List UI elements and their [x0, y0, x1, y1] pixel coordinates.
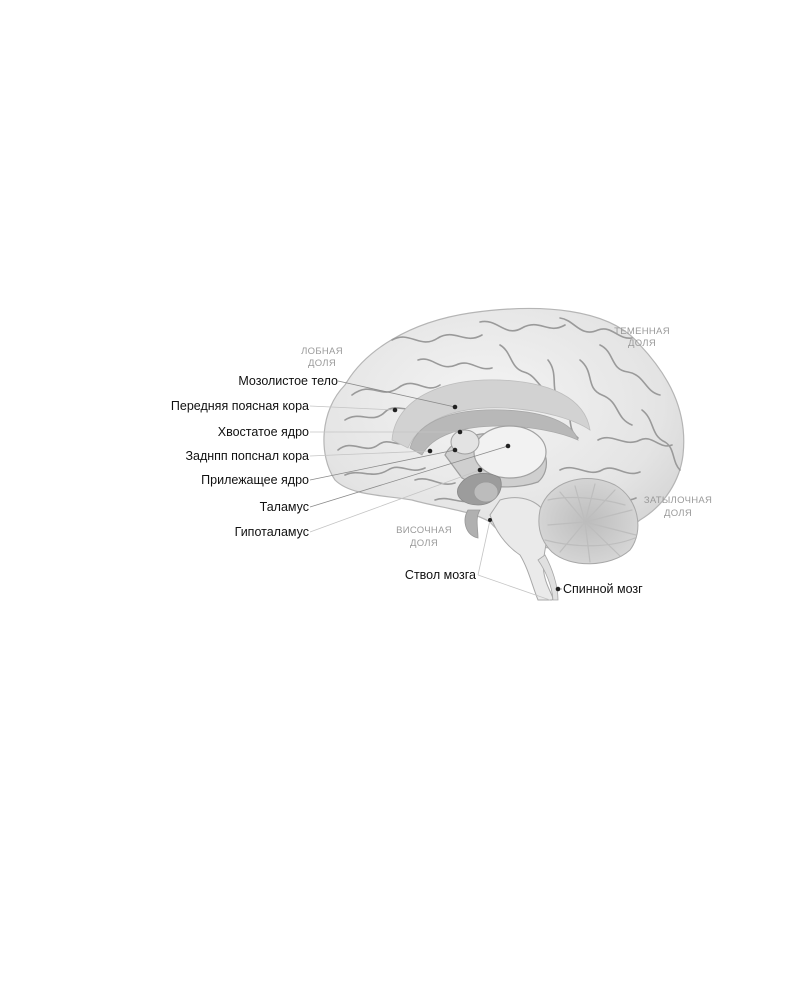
- hippocampus-shape: [464, 509, 481, 539]
- label-posterior-cingulate: Заднпп попснал кора: [185, 449, 309, 463]
- lobe-temporal-line2: ДОЛЯ: [410, 538, 438, 549]
- label-hypothalamus: Гипоталамус: [235, 525, 309, 539]
- label-caudate: Хвостатое ядро: [218, 425, 309, 439]
- lobe-frontal-line1: ЛОБНАЯ: [301, 346, 343, 357]
- label-nucleus-accumbens: Прилежащее ядро: [201, 473, 309, 487]
- lobe-frontal-line2: ДОЛЯ: [308, 358, 336, 369]
- lobe-temporal-line1: ВИСОЧНАЯ: [396, 525, 452, 536]
- lobe-parietal-line1: ТЕМЕННАЯ: [614, 326, 670, 337]
- label-thalamus: Таламус: [260, 500, 309, 514]
- caudate-shape: [450, 429, 480, 455]
- label-corpus-callosum: Мозолистое тело: [238, 374, 338, 388]
- lobe-occipital-line1: ЗАТЫЛОЧНАЯ: [644, 495, 712, 506]
- amygdala-shape: [473, 481, 499, 503]
- label-brainstem: Ствол мозга: [405, 568, 476, 582]
- cingulate-gyrus: [391, 379, 591, 449]
- leader-lines: [309, 380, 562, 601]
- label-spinal-cord: Спинной мозг: [563, 582, 643, 596]
- thalamus-shape: [473, 425, 547, 479]
- lobe-parietal-line2: ДОЛЯ: [628, 338, 656, 349]
- label-anterior-cingulate: Передняя поясная кора: [171, 399, 309, 413]
- cerebellum: [538, 478, 639, 565]
- lobe-occipital-line2: ДОЛЯ: [664, 508, 692, 519]
- spinal-cord-shape: [537, 554, 559, 601]
